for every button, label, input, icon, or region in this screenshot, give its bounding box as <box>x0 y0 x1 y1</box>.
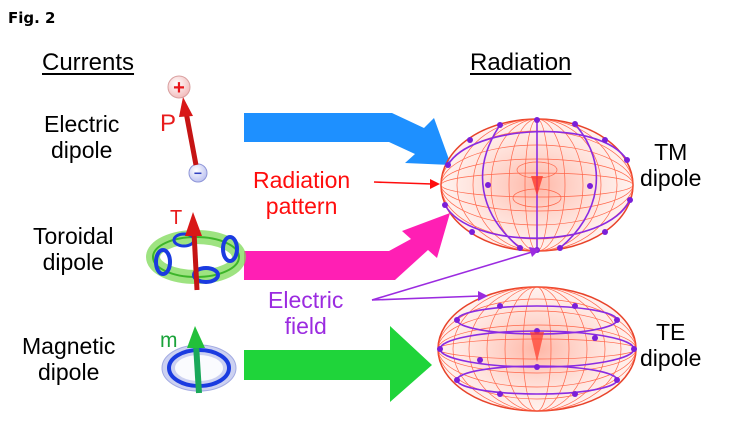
radiation-header: Radiation <box>470 49 572 76</box>
toroidal-dipole-label: Toroidal dipole <box>33 223 114 276</box>
radiation-pattern-label: Radiation pattern <box>253 167 351 220</box>
radiation-pattern-line2: pattern <box>265 192 338 219</box>
te-dipole-line2: dipole <box>640 344 702 371</box>
electric-radiation-arrow <box>244 113 451 165</box>
currents-header: Currents <box>42 49 135 76</box>
tm-dipole-line2: dipole <box>640 164 702 191</box>
electric-field-label: Electric field <box>268 287 344 340</box>
electric-field-line1: Electric <box>268 287 344 313</box>
toroidal-radiation-arrow <box>244 213 450 280</box>
radiation-pattern-pointer <box>373 179 440 189</box>
toroidal-dipole-label-line2: dipole <box>42 248 104 275</box>
p-symbol: P <box>160 110 176 137</box>
electric-dipole-label-line2: dipole <box>51 136 113 163</box>
toroidal-dipole-label-line1: Toroidal <box>33 223 114 249</box>
magnetic-dipole-label-line1: Magnetic <box>22 333 116 359</box>
tm-radiation-pattern <box>440 117 634 253</box>
electric-field-line2: field <box>284 312 327 339</box>
radiation-pattern-line1: Radiation <box>253 167 351 193</box>
magnetic-dipole-label: Magnetic dipole <box>22 333 116 386</box>
tm-dipole-line1: TM <box>654 139 688 165</box>
te-radiation-pattern <box>437 286 637 412</box>
magnetic-dipole-label-line2: dipole <box>37 358 100 385</box>
magnetic-dipole-icon: m <box>160 326 237 394</box>
magnetic-radiation-arrow <box>244 326 432 402</box>
t-symbol: T <box>170 207 182 229</box>
m-symbol: m <box>160 329 178 352</box>
electric-field-pointers <box>371 247 540 301</box>
te-dipole-label: TE dipole <box>640 319 702 372</box>
figure-label: Fig. 2 <box>8 9 56 27</box>
toroidal-dipole-icon: T <box>146 207 246 291</box>
plus-charge-sign: + <box>173 77 185 99</box>
electric-dipole-label: Electric dipole <box>44 111 120 164</box>
minus-charge-sign: − <box>194 165 202 181</box>
te-dipole-line1: TE <box>656 319 686 345</box>
electric-dipole-icon: + − P <box>160 75 208 183</box>
tm-dipole-label: TM dipole <box>640 139 702 192</box>
electric-dipole-label-line1: Electric <box>44 111 120 137</box>
